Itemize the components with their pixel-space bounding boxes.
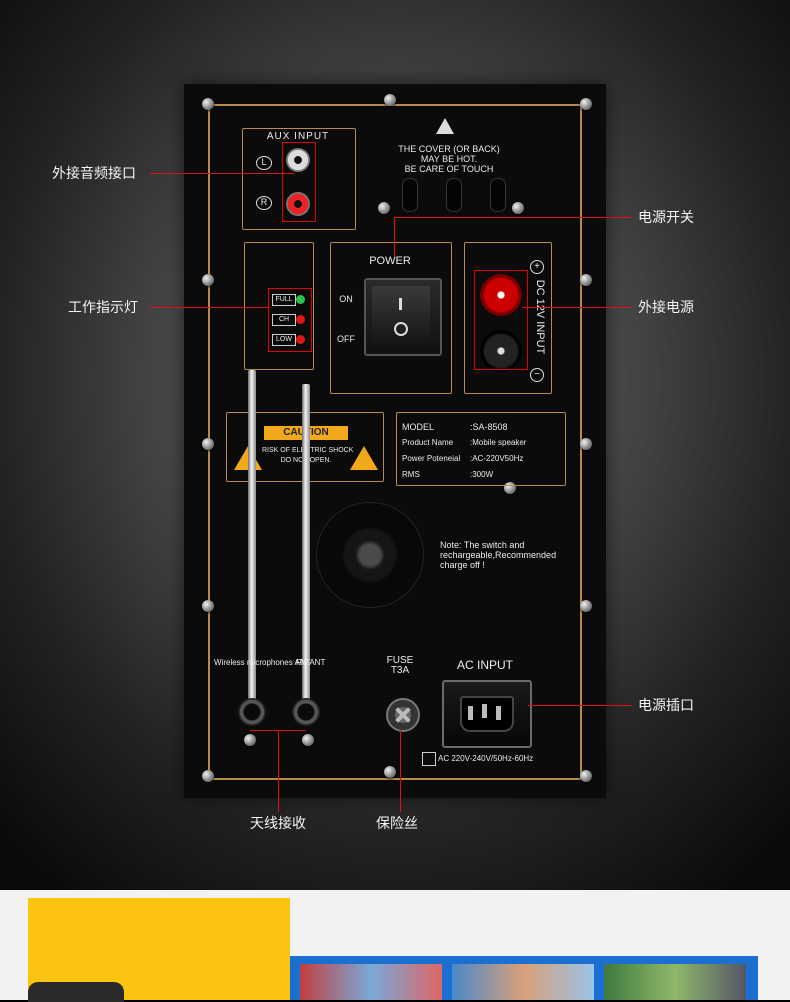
callout-power-switch: 电源开关 [638, 210, 694, 226]
power-switch-box [330, 242, 452, 394]
power-off-label: OFF [337, 334, 355, 344]
screw [202, 770, 214, 782]
led-low-icon [296, 335, 305, 344]
aux-input-box [242, 128, 356, 230]
power-pot-value: :AC-220V50Hz [470, 454, 524, 463]
screw [580, 600, 592, 612]
dc-negative-terminal [480, 330, 522, 372]
screw [580, 438, 592, 450]
callout-fuse: 保险丝 [376, 816, 418, 832]
screw [202, 600, 214, 612]
leader-power-v [394, 217, 395, 257]
speaker-handle-image [28, 982, 124, 1002]
led-ch-icon [296, 315, 305, 324]
product-value: :Mobile speaker [470, 438, 527, 447]
callout-dc-power: 外接电源 [638, 300, 694, 316]
rear-panel: AUX INPUT L R THE COVER (OR BACK) MAY BE… [184, 84, 606, 798]
screw [580, 98, 592, 110]
callout-ac-socket: 电源插口 [638, 698, 694, 714]
screw [202, 438, 214, 450]
fm-ant-label: FM ANT [296, 658, 326, 667]
rms-key: RMS [402, 470, 420, 479]
screw [384, 766, 396, 778]
dc-input-box [464, 242, 552, 394]
leader-dc [522, 307, 632, 308]
fuse-rating: T3A [390, 665, 410, 676]
screw [244, 734, 256, 746]
shock-warning-icon [350, 446, 378, 470]
leader-aux [150, 173, 294, 174]
antenna-left [248, 370, 256, 704]
aux-left-label: L [256, 156, 272, 170]
ac-input-label: AC INPUT [456, 658, 513, 672]
cover-line-3: BE CARE OF TOUCH [404, 164, 494, 174]
leader-fuse [400, 730, 401, 812]
antenna-right [302, 384, 310, 704]
hot-warning-icon [436, 118, 454, 134]
scene-photo [452, 964, 594, 1000]
screw [512, 202, 524, 214]
led-full-label: FULL [272, 294, 296, 306]
dc-positive-terminal [480, 274, 522, 316]
indicator-highlight [268, 288, 312, 352]
led-ch-label: CH [272, 314, 296, 326]
power-pot-key: Power Poteneial [402, 454, 461, 463]
screw [384, 94, 396, 106]
model-plate [396, 412, 566, 486]
rocker [372, 286, 430, 344]
callout-aux-input: 外接音频接口 [52, 166, 136, 182]
led-full-icon [296, 295, 305, 304]
cover-line-2: MAY BE HOT. [420, 154, 478, 164]
photo-strip [290, 956, 758, 1000]
ac-rating: AC 220V-240V/50Hz-60Hz [438, 754, 534, 763]
product-key: Product Name [402, 438, 454, 447]
callout-indicator: 工作指示灯 [68, 300, 138, 316]
aux-input-title: AUX INPUT [266, 131, 330, 142]
note-line-2: rechargeable,Recommended [440, 550, 557, 560]
leader-ac [528, 705, 632, 706]
aux-right-label: R [256, 196, 272, 210]
screw [580, 274, 592, 286]
screw [580, 770, 592, 782]
antenna-base [238, 698, 266, 726]
callout-antenna: 天线接收 [250, 816, 306, 832]
model-value: :SA-8508 [470, 422, 508, 432]
indicator-box [244, 242, 314, 370]
dc-input-label: DC 12V INPUT [534, 279, 546, 355]
power-label: POWER [369, 255, 411, 267]
leader-antenna [278, 730, 279, 812]
aux-left-jack [286, 148, 310, 172]
power-on-label: ON [339, 294, 353, 304]
wireless-ant-label: Wireless microphones ANT [214, 658, 311, 667]
cover-line-1: THE COVER (OR BACK) [398, 144, 500, 154]
fuse-holder [386, 698, 420, 732]
aux-highlight [282, 142, 316, 222]
note-line-1: Note: The switch and [440, 540, 525, 550]
rms-value: :300W [470, 470, 494, 479]
screw [302, 734, 314, 746]
note-line-3: charge off ! [440, 560, 485, 570]
fuse-label: FUSE [386, 655, 414, 666]
leader-indicator [150, 307, 268, 308]
vent-slot [490, 178, 506, 212]
next-section-preview [0, 890, 790, 1002]
screw [378, 202, 390, 214]
leader-antenna-h [250, 730, 306, 731]
scene-photo [300, 964, 442, 1000]
antenna-base [292, 698, 320, 726]
screw [202, 274, 214, 286]
dc-highlight [474, 270, 528, 370]
screw [202, 98, 214, 110]
vent-slot [446, 178, 462, 212]
vent-slot [402, 178, 418, 212]
scene-photo [604, 964, 746, 1000]
model-key: MODEL [402, 422, 435, 432]
product-photo-stage: AUX INPUT L R THE COVER (OR BACK) MAY BE… [0, 0, 790, 890]
ac-socket [442, 680, 532, 748]
aux-right-jack [286, 192, 310, 216]
led-low-label: LOW [272, 334, 296, 346]
leader-power [394, 217, 632, 218]
center-jack [316, 502, 424, 608]
power-rocker-switch [364, 278, 442, 356]
